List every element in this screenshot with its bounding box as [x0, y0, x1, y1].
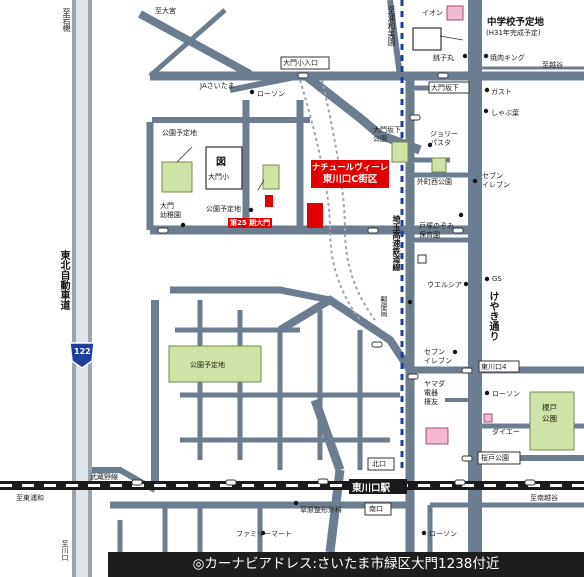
label-to-urawa-misono: 至浦和美園	[387, 6, 396, 46]
gate-marker	[265, 195, 273, 207]
yamada-marker	[425, 427, 449, 445]
poi-welcia: ウエルシア	[427, 281, 462, 289]
poi-seven-1: セブン イレブン	[482, 172, 510, 189]
poi-lawson-3: ローソン	[429, 530, 457, 538]
intersection-omon-komo: 大門小入口	[283, 59, 318, 67]
label-to-kawaguchi: 至川口	[61, 540, 69, 561]
intersection-nodes	[131, 72, 536, 486]
omon-elementary	[205, 146, 243, 190]
poi-aeon: イオン	[422, 9, 443, 17]
park-plan-1	[161, 161, 193, 193]
park-plan-3	[168, 345, 262, 383]
tohoku-expressway-label: 東北自動車道	[58, 250, 69, 310]
gate-label: 第25 期大門	[228, 218, 273, 228]
omon-park	[391, 141, 409, 163]
poi-gs: GS	[492, 275, 502, 283]
poi-seven-2: セブン イレブン	[424, 348, 452, 365]
saitama-railway-label: 埼玉高速鉄道線	[392, 215, 401, 271]
label-to-minami-koshigaya: 至南越谷	[530, 494, 558, 502]
poi-yamada: ヤマダ 電器 榎友	[424, 380, 445, 406]
park-plan-1-label: 公園予定地	[162, 129, 197, 137]
project-label: ナチュールヴィーレ 東川口C街区	[311, 160, 389, 188]
label-to-ohmiya: 至大宮	[155, 7, 176, 15]
poi-tomachi-park: 外町西公園	[417, 178, 452, 186]
poi-omon-park: 大門坂下 公園	[373, 126, 401, 143]
project-site-marker	[307, 203, 323, 228]
poi-jolly: ジョリー パスタ	[430, 130, 458, 147]
poi-daiei: ダイエー	[492, 428, 520, 436]
label-to-koshigaya: 至越谷	[542, 61, 563, 69]
poi-ja: JAさいたま	[200, 82, 235, 90]
aeon-marker	[446, 5, 464, 21]
park-plan-2-label: 公園予定地	[206, 205, 241, 213]
daiei-marker	[483, 413, 493, 423]
leader-lines	[176, 35, 464, 191]
sakurado-park	[529, 391, 575, 451]
poi-omon-kindergarten: 大門 幼稚園	[160, 202, 181, 219]
poi-yakiniku: 焼肉キング	[490, 54, 525, 62]
poi-gusto: ガスト	[491, 88, 512, 96]
project-name-line-2: 東川口C街区	[322, 174, 378, 185]
station-box	[349, 479, 407, 494]
poi-dots	[180, 53, 490, 536]
park-plan-3-label: 公園予定地	[190, 361, 225, 369]
intersection-boxes	[280, 56, 521, 516]
intersection-omon-saka: 大門坂下	[431, 84, 459, 92]
tomachi-park	[431, 157, 447, 173]
poi-hoiku: 戸塚のぞみ 保育園	[419, 222, 454, 239]
route-122-shield	[69, 342, 95, 369]
musashino-line	[0, 481, 584, 490]
road-network	[92, 0, 584, 577]
poi-post: 郵便局	[380, 296, 388, 317]
intersection-north-exit: 北口	[372, 460, 386, 468]
intersection-south-exit: 南口	[369, 505, 383, 513]
intersection-sakurado-park: 桜戸公園	[481, 454, 509, 462]
elementary-symbol: 図	[216, 157, 226, 168]
poi-family: ファミリーマート	[236, 530, 292, 538]
label-to-iwatsuki: 至岩槻	[62, 8, 71, 32]
poi-kusahara: 草原整形外科	[300, 506, 342, 514]
park-plan-2	[262, 164, 280, 190]
route-122-label: 122	[74, 347, 91, 356]
elementary-label: 大門小	[208, 173, 229, 181]
hoiku-marker	[417, 254, 427, 264]
poi-lawson-1: ローソン	[257, 90, 285, 98]
school-note: (H31年完成予定)	[486, 29, 541, 37]
project-name-line-1: ナチュールヴィーレ	[311, 163, 389, 173]
poi-shabu: しゃぶ葉	[491, 109, 519, 117]
tohoku-expressway	[72, 0, 92, 577]
station-label: 東川口駅	[352, 483, 391, 494]
musashino-line-label: 武蔵野線	[90, 473, 118, 481]
sakurado-park-label: 榎戸 公園	[542, 403, 557, 423]
school-title: 中学校予定地	[487, 17, 545, 28]
navi-address-footer: ◎カーナビアドレス:さいたま市緑区大門1238付近	[108, 552, 584, 577]
keyaki-street-label: けやき通り	[487, 291, 498, 341]
poi-choshimaru: 銚子丸	[433, 54, 454, 62]
poi-lawson-2: ローソン	[492, 390, 520, 398]
school-site	[412, 27, 442, 51]
intersection-kawaguchi4: 東川口4	[481, 363, 507, 371]
label-to-higashi-urawa: 至東浦和	[16, 494, 44, 502]
